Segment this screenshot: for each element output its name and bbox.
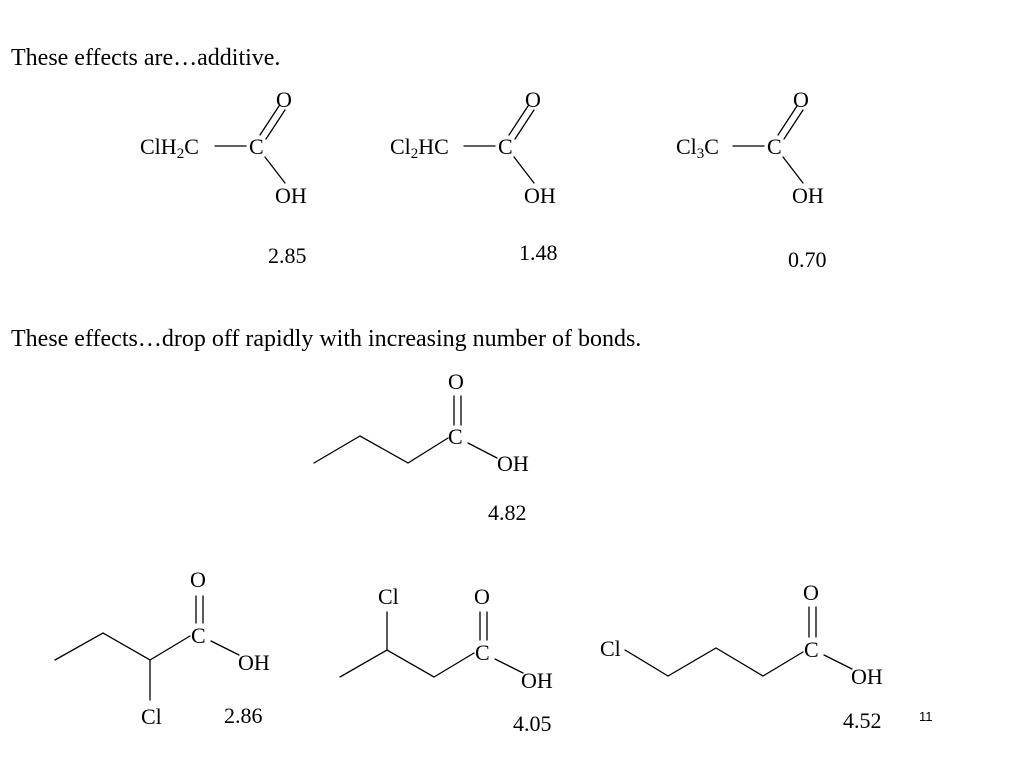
carbon-chain (624, 647, 804, 677)
pka-chloroacetic: 2.85 (268, 243, 307, 268)
atom-chlorine: Cl (378, 584, 399, 609)
slide-number: 11 (919, 709, 933, 724)
pka-butanoic: 4.82 (488, 500, 527, 525)
molecule-3-chlorobutanoic-acid: Cl C O OH 4.05 (339, 584, 553, 736)
formula-chloroacetic: ClH2C (140, 134, 199, 162)
molecule-2-chlorobutanoic-acid: Cl C O OH 2.86 (54, 567, 270, 729)
pka-dichloroacetic: 1.48 (519, 240, 558, 265)
carbon-chain (313, 435, 449, 464)
molecule-dichloroacetic-acid: Cl2HC C O OH 1.48 (390, 87, 558, 265)
bond-double-2 (514, 109, 535, 140)
molecule-butanoic-acid: C O OH 4.82 (313, 369, 529, 525)
formula-trichloroacetic: Cl3C (676, 134, 719, 162)
atom-oxygen: O (793, 87, 809, 112)
pka-4-chlorobutanoic: 4.52 (843, 708, 882, 733)
atom-oxygen: O (803, 580, 819, 605)
heading-distance: These effects…drop off rapidly with incr… (11, 326, 642, 352)
atom-carbon: C (804, 637, 819, 662)
carbon-chain (339, 649, 475, 678)
bond-single (494, 658, 524, 674)
bond-double-2 (265, 109, 286, 140)
bond-single (467, 442, 498, 459)
bond-double-2 (783, 109, 804, 140)
molecule-trichloroacetic-acid: Cl3C C O OH 0.70 (676, 87, 827, 272)
atom-oxygen: O (276, 87, 292, 112)
bond-double-1 (259, 105, 280, 136)
heading-additive: These effects are…additive. (11, 45, 281, 71)
bond-single (513, 156, 535, 184)
atom-carbon: C (767, 134, 782, 159)
atom-oxygen: O (525, 87, 541, 112)
pka-2-chlorobutanoic: 2.86 (224, 703, 263, 728)
atom-hydroxyl: OH (851, 664, 883, 689)
bond-single (264, 156, 286, 184)
atom-hydroxyl: OH (524, 183, 556, 208)
atom-carbon: C (249, 134, 264, 159)
molecule-4-chlorobutanoic-acid: Cl C O OH 4.52 (600, 580, 883, 733)
bond-single (210, 640, 240, 656)
bond-double-1 (777, 105, 798, 136)
atom-oxygen: O (474, 584, 490, 609)
bond-single (782, 156, 804, 184)
molecule-chloroacetic-acid: ClH2C C O OH 2.85 (140, 87, 307, 268)
atom-hydroxyl: OH (792, 183, 824, 208)
atom-hydroxyl: OH (238, 650, 270, 675)
formula-dichloroacetic: Cl2HC (390, 134, 449, 162)
atom-carbon: C (448, 424, 463, 449)
atom-hydroxyl: OH (497, 451, 529, 476)
bond-single (823, 654, 853, 670)
atom-chlorine: Cl (600, 636, 621, 661)
carbon-chain (54, 632, 191, 661)
atom-oxygen: O (448, 369, 464, 394)
atom-carbon: C (498, 134, 513, 159)
atom-hydroxyl: OH (275, 183, 307, 208)
pka-trichloroacetic: 0.70 (788, 247, 827, 272)
bond-double-1 (508, 105, 529, 136)
atom-chlorine: Cl (141, 704, 162, 729)
atom-hydroxyl: OH (521, 668, 553, 693)
atom-oxygen: O (190, 567, 206, 592)
pka-3-chlorobutanoic: 4.05 (513, 711, 552, 736)
atom-carbon: C (475, 640, 490, 665)
atom-carbon: C (191, 623, 206, 648)
